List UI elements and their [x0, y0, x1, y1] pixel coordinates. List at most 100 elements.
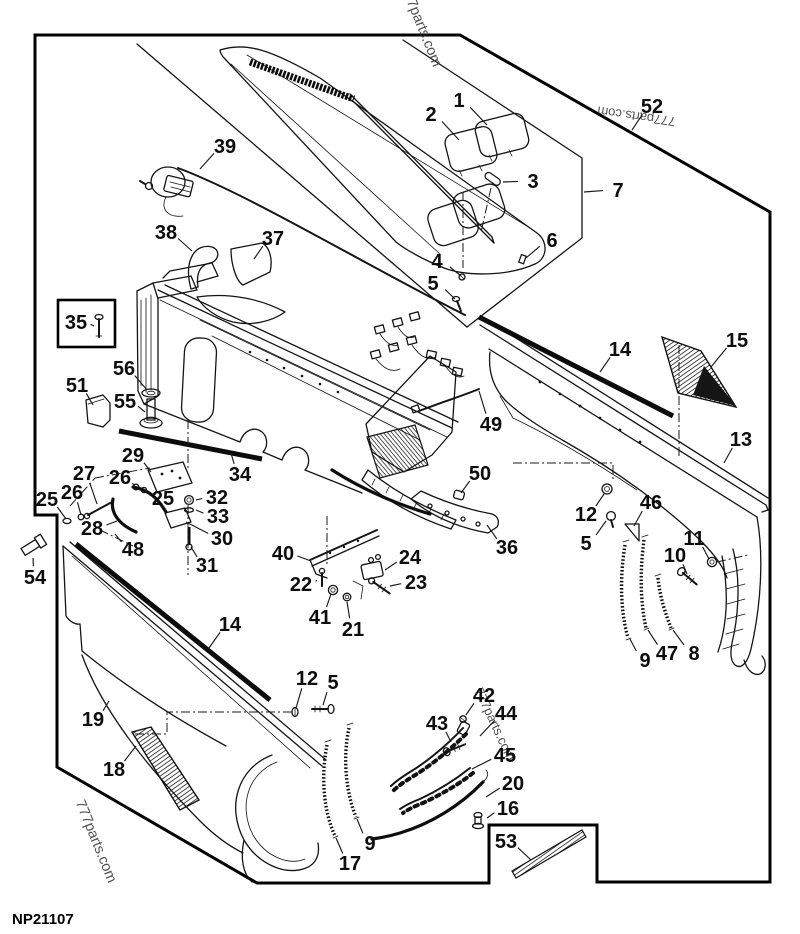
leader-line-23-39 — [389, 583, 402, 587]
callout-55-14: 55 — [114, 391, 136, 413]
leader-line-43-57 — [445, 731, 452, 743]
callout-14-46: 14 — [219, 614, 242, 636]
callout-6-5: 6 — [546, 230, 557, 252]
part-box-35 — [56, 298, 117, 349]
leader-line-48-22 — [114, 533, 122, 543]
callout-5-4: 5 — [427, 273, 438, 295]
leader-line-42-56 — [465, 702, 475, 716]
callout-40-42: 40 — [272, 543, 294, 565]
leader-line-9-51 — [356, 818, 364, 834]
part-pin-12-left — [291, 706, 299, 718]
part-stud-55 — [139, 398, 163, 429]
callout-54-23: 54 — [24, 567, 47, 589]
part-right-fender — [477, 314, 769, 676]
leader-line-26-19 — [76, 502, 82, 516]
callout-36-37: 36 — [496, 537, 518, 559]
callout-7-6: 7 — [612, 180, 623, 202]
leader-line-18-48 — [123, 745, 137, 762]
leader-line-21-45 — [346, 601, 351, 619]
callout-14-29: 14 — [609, 339, 632, 361]
diagram-border — [33, 33, 772, 885]
part-bumper-bars — [370, 720, 489, 841]
callout-31-28: 31 — [196, 555, 218, 577]
leader-line-6-5 — [525, 245, 541, 259]
callout-53-62: 53 — [495, 831, 517, 853]
callout-42-56: 42 — [473, 685, 495, 707]
leader-line-47-54 — [647, 629, 658, 645]
part-strips-right — [619, 534, 675, 641]
callout-21-45: 21 — [342, 619, 364, 641]
part-clip-3 — [480, 171, 501, 233]
callout-9-51: 9 — [364, 833, 375, 855]
watermark-2: 777parts.com — [596, 104, 676, 130]
callout-17-52: 17 — [339, 853, 361, 875]
leader-line-4-3 — [449, 266, 462, 277]
callout-12-49: 12 — [296, 668, 318, 690]
callout-47-54: 47 — [656, 643, 678, 665]
part-screw-5-top — [451, 295, 462, 312]
leader-line-17-52 — [335, 837, 344, 854]
part-grille-18 — [130, 726, 201, 811]
part-clip-50 — [452, 489, 466, 501]
callout-51-13: 51 — [66, 375, 88, 397]
leader-line-39-8 — [199, 153, 215, 170]
callout-20-60: 20 — [502, 773, 524, 795]
callout-43-57: 43 — [426, 713, 448, 735]
leader-line-13-32 — [723, 447, 733, 464]
part-harness-39 — [139, 166, 466, 316]
callout-5-50: 5 — [327, 672, 338, 694]
part-panel-37 — [230, 242, 272, 286]
callout-34-24: 34 — [229, 464, 252, 486]
callout-23-39: 23 — [405, 572, 427, 594]
leader-line-10-40 — [682, 564, 688, 575]
leader-line-55-14 — [137, 405, 146, 413]
part-left-fender — [62, 541, 327, 883]
leader-line-49-31 — [478, 390, 487, 414]
callout-10-40: 10 — [664, 545, 686, 567]
callout-11-41: 11 — [683, 528, 704, 550]
leader-line-5-50 — [322, 691, 328, 706]
part-bracket-cluster — [62, 420, 195, 575]
leader-line-33-26 — [195, 509, 204, 514]
callout-27-16: 27 — [73, 463, 95, 485]
callout-48-22: 48 — [122, 539, 144, 561]
callout-25-18: 25 — [152, 488, 174, 510]
leader-line-53-62 — [517, 847, 532, 861]
part-nut-11 — [706, 556, 718, 568]
callout-1-0: 1 — [453, 90, 464, 112]
part-cover-2 — [444, 126, 498, 177]
leader-line-56-12 — [134, 375, 148, 391]
leader-line-28-21 — [106, 520, 118, 526]
leader-line-19-47 — [102, 700, 110, 712]
part-strip-34 — [118, 428, 263, 462]
callout-46-36: 46 — [640, 492, 662, 514]
part-block-51 — [85, 394, 111, 428]
part-bolt-5-left — [311, 703, 335, 715]
leader-line-26-17 — [132, 482, 136, 488]
callout-45-59: 45 — [494, 745, 516, 767]
leader-line-12-49 — [295, 688, 303, 709]
leader-line-11-41 — [702, 546, 710, 560]
leader-line-16-61 — [486, 812, 495, 819]
wiring-connectors — [369, 311, 465, 378]
leader-line-5-35 — [595, 520, 607, 536]
part-strips-left — [322, 722, 360, 839]
leader-line-14-29 — [599, 356, 611, 373]
leader-line-32-25 — [195, 498, 203, 501]
callout-33-26: 33 — [207, 506, 229, 528]
part-screw-10 — [676, 567, 698, 586]
callout-2-1: 2 — [425, 104, 436, 126]
part-strip-53 — [511, 829, 587, 879]
part-roof-panel — [219, 46, 546, 275]
callout-5-35: 5 — [580, 533, 591, 555]
part-chassis-body — [136, 262, 465, 530]
group-outline-7 — [136, 39, 583, 328]
leader-line-52-7 — [631, 114, 643, 131]
leader-line-22-43 — [315, 579, 318, 582]
leader-line-15-30 — [710, 347, 728, 368]
callout-12-34: 12 — [575, 504, 597, 526]
callout-25-20: 25 — [36, 489, 58, 511]
drawing-number: NP21107 — [12, 911, 74, 928]
